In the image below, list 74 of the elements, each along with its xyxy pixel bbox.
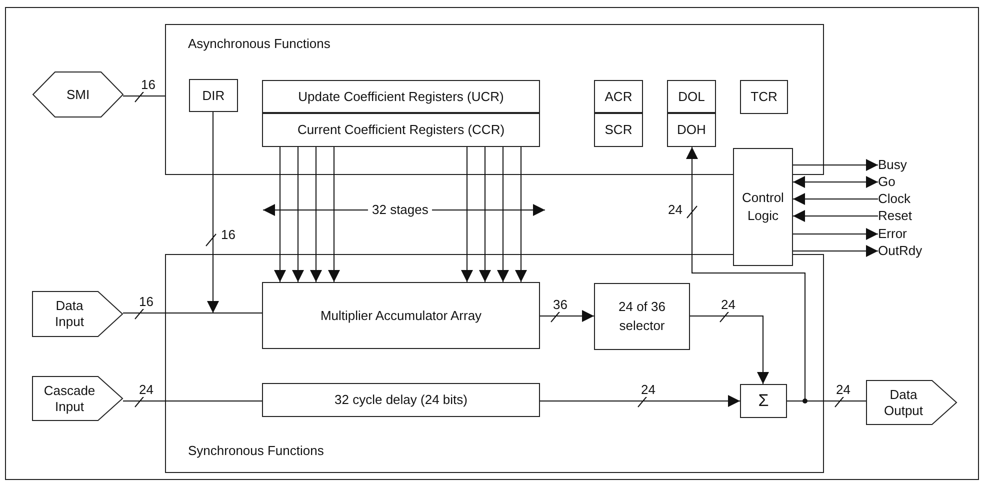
node-label: 24 of 36 selector: [618, 298, 666, 334]
register-box: [594, 113, 643, 147]
register-box: [594, 80, 643, 113]
bus-width-label: 16: [140, 78, 156, 92]
bus-width-label: 36: [552, 298, 568, 312]
node-label: Multiplier Accumulator Array: [320, 306, 482, 324]
arrow: [540, 310, 594, 322]
node-label: DOL: [678, 88, 705, 104]
register-box: [262, 113, 540, 147]
node-label: SCR: [604, 122, 632, 138]
node-label: DIR: [202, 88, 225, 104]
arrow: [328, 146, 340, 282]
arrow: [461, 146, 473, 282]
register-box: [667, 80, 716, 113]
summer-box: [740, 384, 787, 418]
node-label: TCR: [750, 89, 778, 105]
bus-width-label: 24: [720, 298, 736, 312]
arrow: [207, 112, 219, 314]
process-box: [262, 282, 540, 349]
node-label: DOH: [677, 122, 706, 138]
arrow: [515, 146, 527, 282]
port-pentagon: [866, 380, 957, 425]
register-box: [740, 80, 788, 114]
arrow: [792, 210, 878, 222]
node-label: Update Coefficient Registers (UCR): [298, 88, 504, 104]
arrow: [686, 146, 806, 402]
port-pentagon: [32, 376, 123, 421]
node-label: Current Coefficient Registers (CCR): [297, 122, 505, 138]
arrow: [792, 193, 878, 205]
register-box: [189, 79, 238, 112]
arrow: [274, 146, 286, 282]
bus-width-label: 16: [220, 228, 236, 242]
process-box: [262, 383, 540, 417]
arrow: [792, 159, 878, 171]
arrow: [690, 316, 769, 384]
arrow: [292, 146, 304, 282]
bus-width-label: 24: [640, 383, 656, 398]
node-label: Cascade Input: [42, 382, 96, 414]
signal-label: Busy: [878, 157, 907, 173]
arrow: [497, 146, 509, 282]
signal-label: OutRdy: [878, 243, 922, 259]
arrow: [540, 395, 740, 407]
node-label: ACR: [604, 88, 632, 104]
arrow: [310, 146, 322, 282]
connector-line: [122, 400, 262, 402]
signal-label: Reset: [878, 208, 912, 224]
signal-label: Error: [878, 226, 907, 242]
arrow: [792, 176, 878, 188]
arrow: [479, 146, 491, 282]
node-label: 32 cycle delay (24 bits): [334, 392, 468, 408]
signal-label: Clock: [878, 191, 911, 207]
control-logic-box: [733, 148, 793, 266]
register-box: [262, 80, 540, 113]
dimension-label: 32 stages: [368, 203, 432, 218]
node-label: Data Output: [882, 386, 924, 418]
process-box: [594, 283, 690, 350]
group-title: Synchronous Functions: [188, 443, 324, 459]
bus-width-label: 16: [138, 295, 154, 310]
node-label: Σ: [758, 390, 769, 412]
port-hexagon: [33, 72, 123, 117]
arrow: [792, 228, 878, 240]
node-label: Data Input: [54, 298, 85, 330]
node-label: Control Logic: [741, 189, 785, 225]
signal-label: Go: [878, 174, 896, 190]
function-group-box: [165, 254, 824, 473]
bus-width-label: 24: [138, 383, 154, 398]
register-box: [667, 113, 716, 147]
function-group-box: [165, 24, 824, 175]
port-pentagon: [32, 291, 123, 337]
connector-line: [122, 312, 262, 314]
node-label: SMI: [65, 86, 91, 102]
bus-width-label: 24: [835, 383, 852, 398]
group-title: Asynchronous Functions: [188, 36, 330, 52]
arrow: [792, 245, 878, 257]
